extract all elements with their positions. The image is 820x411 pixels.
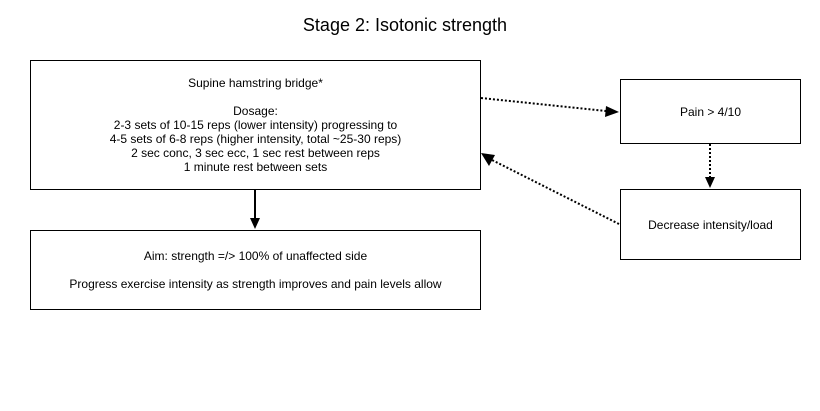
dosage-line-1: 2-3 sets of 10-15 reps (lower intensity)… — [113, 118, 398, 132]
arrow-exercise-to-pain — [480, 97, 619, 117]
aim-box: Aim: strength =/> 100% of unaffected sid… — [30, 230, 481, 310]
dosage-line-4: 1 minute rest between sets — [183, 160, 328, 174]
diagram-title: Stage 2: Isotonic strength — [302, 15, 508, 35]
arrow-decrease-to-exercise — [481, 153, 620, 225]
arrow-exercise-to-aim — [250, 190, 260, 229]
decrease-load-box: Decrease intensity/load — [620, 189, 801, 260]
pain-threshold-box: Pain > 4/10 — [620, 79, 801, 144]
dosage-label: Dosage: — [233, 104, 278, 118]
arrow-pain-to-decrease — [705, 144, 715, 188]
dosage-line-2: 4-5 sets of 6-8 reps (higher intensity, … — [109, 132, 402, 146]
aim-text: Aim: strength =/> 100% of unaffected sid… — [143, 249, 368, 263]
dosage-line-3: 2 sec conc, 3 sec ecc, 1 sec rest betwee… — [131, 146, 380, 160]
exercise-name: Supine hamstring bridge* — [188, 76, 323, 90]
pain-threshold-text: Pain > 4/10 — [679, 104, 742, 119]
decrease-load-text: Decrease intensity/load — [648, 217, 773, 232]
exercise-box: Supine hamstring bridge* Dosage: 2-3 set… — [30, 60, 481, 190]
progress-text: Progress exercise intensity as strength … — [69, 277, 442, 291]
